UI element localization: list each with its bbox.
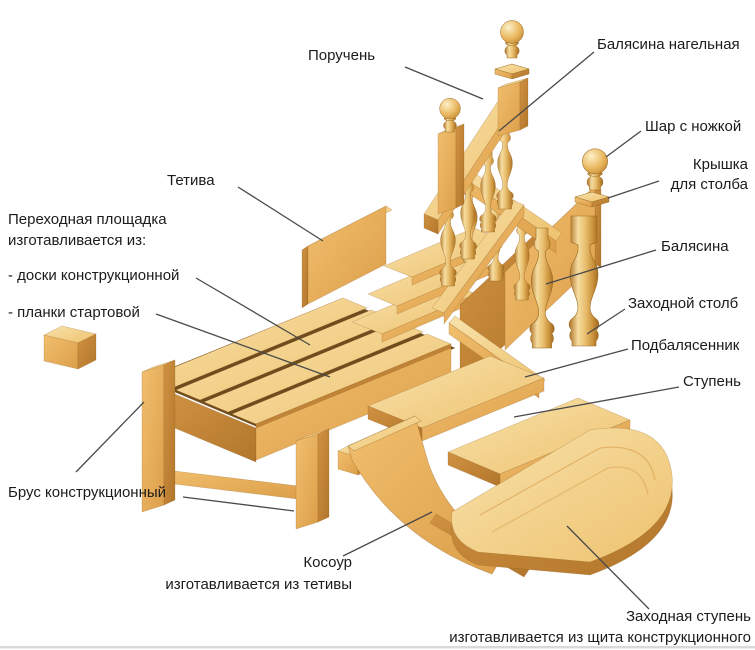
label-kosour: Косоур изготавливается из тетивы: [165, 552, 352, 596]
leader-balyasina: [545, 249, 657, 285]
label-zahodnaya-stupen: Заходная ступень изготавливается из щита…: [449, 606, 751, 648]
platform-plank: [203, 321, 424, 413]
label-shar-s-nozhkoy: Шар с ножкой: [645, 118, 742, 135]
leader-planki: [155, 313, 331, 378]
leader-brus-b: [182, 496, 295, 512]
leader-doski: [195, 277, 311, 346]
platform-cross-rail: [165, 469, 299, 500]
leader-shar: [605, 130, 642, 158]
zahodnoy-stolb-icon: [568, 215, 600, 347]
top-baluster-base-rail: [431, 199, 525, 325]
label-brus: Брус конструкционный: [8, 484, 167, 501]
bottom-artifact-line: [0, 646, 755, 649]
label-perekhodnaya-ploshchadka: Переходная площадка изготавливается из:: [8, 209, 167, 251]
label-balyasina: Балясина: [661, 238, 729, 255]
label-stupen: Ступень: [683, 373, 741, 390]
post-left: [141, 359, 176, 513]
tread-step: [367, 355, 545, 442]
label-podbalyasennik: Подбалясенник: [631, 337, 740, 354]
leader-zahodnoy-stolb: [586, 308, 626, 335]
label-line: Косоур: [303, 554, 352, 571]
label-line: Крышка: [692, 156, 748, 173]
tetiva-board: [301, 205, 393, 309]
label-line: Переходная площадка: [8, 211, 167, 228]
post-cap-icon: [494, 63, 530, 80]
label-kryshka-dlya-stolba: Крышка для столба: [671, 155, 748, 195]
label-line: изготавливается из:: [8, 232, 147, 249]
landing-platform: [143, 297, 456, 500]
leader-stupen: [513, 386, 680, 418]
label-line: для столба: [670, 176, 748, 193]
leader-zahodnaya-stupen: [566, 525, 650, 610]
leader-poruchen: [404, 66, 484, 100]
leader-kryshka: [607, 180, 660, 199]
mini-newel-post: [437, 97, 465, 215]
label-tetiva: Тетива: [167, 172, 215, 189]
leader-kosour: [342, 511, 433, 557]
label-balyasina-nagelnaya: Балясина нагельная: [597, 36, 740, 53]
label-line: Заходная ступень: [625, 608, 751, 625]
label-poruchen: Поручень: [308, 47, 376, 64]
leader-lines: [75, 51, 680, 610]
leader-balyasina-nagelnaya: [498, 51, 595, 132]
label-line: изготавливается из тетивы: [165, 576, 352, 593]
label-line: изготавливается из щита конструкционного: [449, 629, 751, 646]
entry-step: [429, 427, 673, 578]
post-middle: [295, 428, 330, 530]
leader-podbalyasennik: [524, 348, 629, 378]
block-left: [43, 325, 97, 370]
ball-finial-icon: [500, 20, 524, 59]
ball-with-foot-icon: [582, 148, 608, 191]
leader-tetiva: [237, 186, 324, 242]
top-newel-post: [494, 20, 530, 137]
label-doski: - доски конструкционной: [8, 267, 180, 284]
label-planki: - планки стартовой: [8, 304, 140, 321]
label-zahodnoy-stolb: Заходной столб: [628, 295, 739, 312]
leader-brus-a: [75, 401, 145, 473]
